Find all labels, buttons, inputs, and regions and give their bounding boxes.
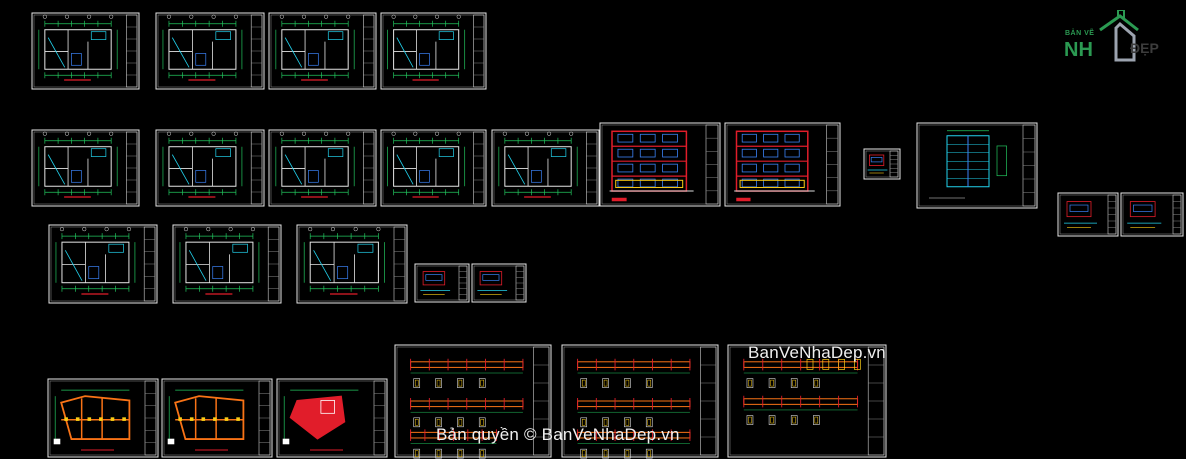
sheet-beam-detail-3[interactable] <box>727 344 887 458</box>
copyright-watermark: Bản quyền © BanVeNhaDep.vn <box>436 425 680 444</box>
logo-top-text: BẢN VẼ <box>1065 30 1095 37</box>
sheet-detail-small-2[interactable] <box>1120 192 1184 237</box>
sheet-electrical-plan-2[interactable] <box>155 129 265 207</box>
logo-main-text: NH <box>1064 39 1093 61</box>
sheet-roof-plan[interactable] <box>491 129 600 207</box>
sheet-facade-elevation[interactable] <box>724 122 841 207</box>
sheet-beam-plan-1[interactable] <box>161 378 273 458</box>
sheet-floor-plan-3[interactable] <box>268 12 377 90</box>
house-logo-icon <box>1099 10 1139 62</box>
sheet-beam-detail-1[interactable] <box>394 344 552 459</box>
sheet-stair-detail[interactable] <box>916 122 1038 209</box>
sheet-electrical-plan-4[interactable] <box>380 129 487 207</box>
sheet-section-1[interactable] <box>599 122 721 207</box>
sheet-mini-detail-2[interactable] <box>471 263 527 303</box>
sheet-floor-plan-2[interactable] <box>155 12 265 90</box>
sheet-slab-plan[interactable] <box>276 378 388 458</box>
sheet-beam-detail-2[interactable] <box>561 344 719 459</box>
sheet-electrical-plan-3[interactable] <box>268 129 377 207</box>
sheet-floor-plan-1[interactable] <box>31 12 140 90</box>
sheet-mini-detail-1[interactable] <box>414 263 470 303</box>
site-watermark: BanVeNhaDep.vn <box>748 343 886 362</box>
sheet-foundation-plan[interactable] <box>47 378 159 458</box>
sheet-floor-plan-4[interactable] <box>380 12 487 90</box>
sheet-water-plan-1[interactable] <box>48 224 158 304</box>
brand-logo: BẢN VẼ NH ĐẸP <box>1058 10 1178 66</box>
sheet-water-plan-2[interactable] <box>172 224 282 304</box>
logo-sub-text: ĐẸP <box>1130 40 1159 56</box>
sheet-water-plan-3[interactable] <box>296 224 408 304</box>
sheet-electrical-plan-1[interactable] <box>31 129 140 207</box>
sheet-detail-small-1[interactable] <box>1057 192 1119 237</box>
sheet-site-detail[interactable] <box>863 148 901 180</box>
